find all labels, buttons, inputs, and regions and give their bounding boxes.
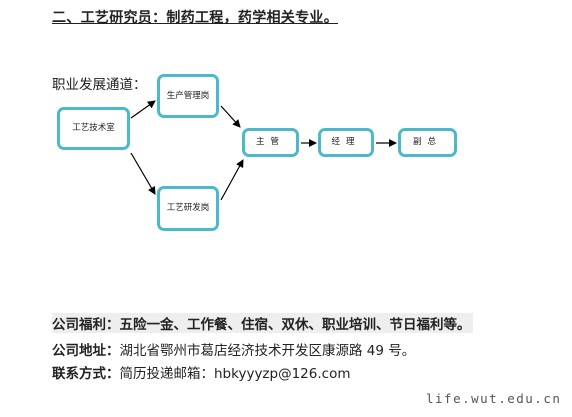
node-supervisor-label: 主管 [255, 137, 285, 147]
arrow-craft-to-rd [130, 152, 156, 195]
benefits-value: 五险一金、工作餐、住宿、双休、职业培训、节日福利等。 [119, 317, 471, 333]
node-deputy-general-label: 副总 [412, 137, 442, 147]
node-deputy-general: 副总 [398, 128, 457, 157]
node-manager: 经理 [318, 128, 374, 157]
site-watermark: life.wut.edu.cn [426, 391, 562, 406]
node-manager-label: 经理 [331, 137, 361, 147]
node-production-post-label: 生产管理岗 [166, 90, 210, 101]
contact-value: 简历投递邮箱：hbkyyyzp@126.com [119, 366, 351, 382]
node-craft-room-label: 工艺技术室 [72, 123, 115, 133]
node-supervisor: 主管 [242, 128, 299, 157]
arrow-rd-to-supervisor [220, 159, 244, 201]
section-heading: 二、工艺研究员：制药工程，药学相关专业。 [52, 10, 338, 26]
address-line: 公司地址：湖北省鄂州市葛店经济技术开发区康源路 49 号。 [52, 339, 415, 359]
contact-line: 联系方式：简历投递邮箱：hbkyyyzp@126.com [52, 362, 350, 382]
contact-label: 联系方式： [52, 366, 120, 382]
address-value: 湖北省鄂州市葛店经济技术开发区康源路 49 号。 [119, 343, 416, 359]
node-craft-room: 工艺技术室 [57, 107, 130, 150]
benefits-label: 公司福利： [52, 317, 120, 333]
node-rd-post-label: 工艺研发岗 [166, 203, 210, 213]
address-label: 公司地址： [52, 343, 120, 359]
arrow-craft-to-production [130, 100, 156, 119]
node-production-post: 生产管理岗 [157, 74, 219, 118]
arrow-production-to-supervisor [220, 105, 241, 128]
benefits-line: 公司福利：五险一金、工作餐、住宿、双休、职业培训、节日福利等。 [52, 313, 473, 333]
career-path-label: 职业发展通道： [52, 77, 147, 93]
node-rd-post: 工艺研发岗 [157, 186, 219, 231]
